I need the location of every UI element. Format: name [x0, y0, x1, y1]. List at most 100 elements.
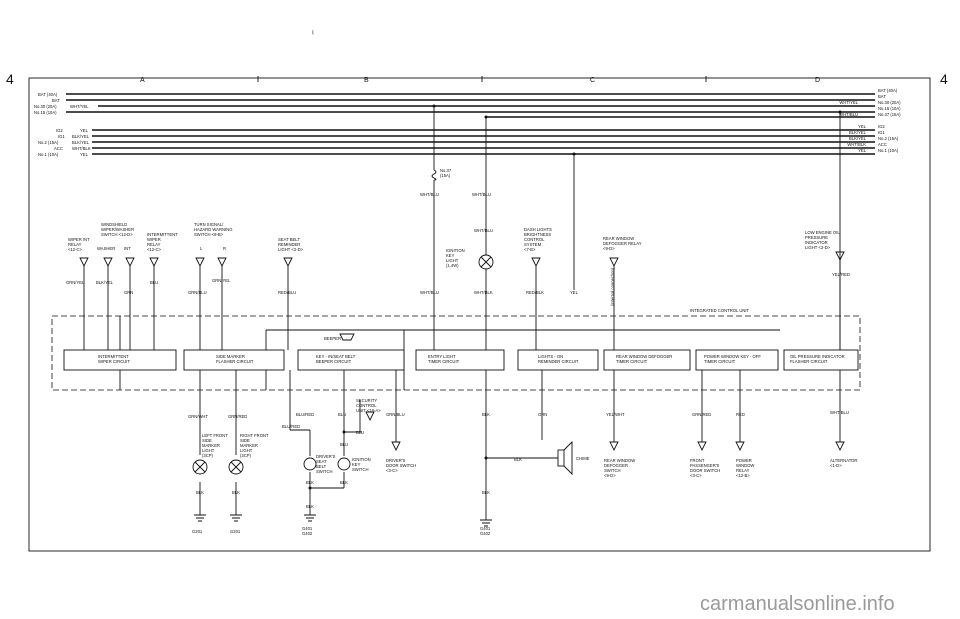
- label: OIL PRESSURE INDICATOR: [790, 354, 845, 359]
- wire-label: WHT/BLK: [474, 290, 493, 295]
- label: IGNITION: [446, 248, 465, 253]
- wire-colors-top: GRN/YEL BLK/YEL GRN BLU GRN/BLU GRN/YEL …: [66, 272, 850, 295]
- label: FLASHER CIRCUIT: [790, 359, 828, 364]
- label: SIDE: [202, 438, 212, 443]
- rbus-label-bat: BAT: [878, 94, 886, 99]
- label: KEY: [352, 462, 361, 467]
- top-mark: ξ: [312, 30, 314, 35]
- bus-label-no1: No.1 (10A): [38, 152, 59, 157]
- wire-label: GRN/YEL: [212, 278, 231, 283]
- wire-label: BLK: [306, 480, 314, 485]
- label: KEY - IN/SEAT BELT: [316, 354, 356, 359]
- rbus-wire-yel: YEL: [858, 124, 867, 129]
- bus-wire-yel: YEL: [80, 128, 89, 133]
- wire-label: BLK: [232, 490, 240, 495]
- int-wiper-relay: INTERMITTENT WIPER RELAY <12-C>: [147, 232, 178, 252]
- wire-label: GRN/YEL: [66, 280, 85, 285]
- label: IGNITION: [352, 457, 371, 462]
- bottom-wires: [199, 370, 841, 520]
- label: FLASHER CIRCUIT: [216, 359, 254, 364]
- wire-label: BLK: [340, 480, 348, 485]
- low-oil-pressure-light: LOW ENGINE OIL PRESSURE INDICATOR LIGHT …: [805, 230, 840, 250]
- rbus-label-ig1: IG1: [878, 130, 885, 135]
- bus-label-ig2: IG2: [56, 128, 63, 133]
- bus-label-acc: ACC: [54, 146, 63, 151]
- wire-wht-blu-a: WHT/BLU: [420, 192, 439, 197]
- power-bus-lines: [66, 93, 875, 155]
- label: WIPER CIRCUIT: [98, 359, 130, 364]
- label: BELT: [316, 464, 327, 469]
- bus-label-ig1: IG1: [58, 134, 65, 139]
- wire-label: WHT/BLU: [830, 410, 849, 415]
- circuit-lights-on: [517, 349, 599, 371]
- ground-label: G402: [302, 531, 313, 536]
- chime-label: CHIME: [576, 456, 590, 461]
- connector-triangles-top: [79, 251, 845, 268]
- bus-wire-yel-b: YEL: [80, 152, 89, 157]
- ground-label: G401: [302, 526, 313, 531]
- label: CONTROL: [524, 237, 545, 242]
- rbus-wire-wht-blk: WHT/BLK: [847, 142, 866, 147]
- wire-label: WHT/BLU: [420, 290, 439, 295]
- connector-triangles-bottom: [365, 411, 845, 452]
- label: WIPER/WASHER: [101, 227, 134, 232]
- bus-label-no2: No.2 (15A): [38, 140, 59, 145]
- label: SWITCH <8-B>: [194, 232, 224, 237]
- label: TIMER CIRCUIT: [428, 359, 460, 364]
- label: SIDE MARKER: [216, 354, 245, 359]
- label: <9-D>: [603, 246, 615, 251]
- label: PRESSURE: [805, 235, 828, 240]
- rbus-label-bat40: BAT (40A): [878, 88, 898, 93]
- label: LIGHT <2-D>: [805, 245, 831, 250]
- label: BRIGHTNESS: [524, 232, 551, 237]
- rbus-label-no37: No.37 (15A): [878, 112, 901, 117]
- bus-wire-wht-yel: WHT/YEL: [70, 104, 89, 109]
- circuit-power-window: [695, 349, 779, 371]
- label: ALTERNATOR: [830, 458, 857, 463]
- label: MARKER: [240, 443, 258, 448]
- label: L: [200, 246, 203, 251]
- label: PASSENGER'S: [690, 463, 720, 468]
- windshield-switch: WINDSHIELD WIPER/WASHER SWITCH <12-D> WA…: [97, 222, 134, 251]
- wire-label: YEL/WHT: [606, 412, 625, 417]
- rbus-label-no1: No.1 (10A): [878, 148, 899, 153]
- label: ENTRY LIGHT: [428, 354, 456, 359]
- wire-label: YEL/RED: [832, 272, 850, 277]
- label: INDICATOR: [805, 240, 828, 245]
- label: MARKER: [202, 443, 220, 448]
- label: POWER: [736, 458, 752, 463]
- zone-a: A: [140, 77, 145, 84]
- fuse37-rating: (15A): [440, 173, 451, 178]
- seat-belt-reminder-light: SEAT BELT REMINDER LIGHT <2-D>: [278, 237, 304, 252]
- label: DRIVER'S: [386, 458, 406, 463]
- top-wires: [83, 260, 841, 350]
- rbus-label-ig2: IG2: [878, 124, 885, 129]
- grounds: [194, 514, 492, 527]
- label: LIGHTS - ON: [538, 354, 563, 359]
- label: UNIT <18-A>: [356, 408, 381, 413]
- bus-labels-right: BAT (40A) BAT WHT/YEL No.30 (20A) No.15 …: [839, 88, 901, 153]
- wire-label: GRN/WHT: [188, 414, 208, 419]
- page-frame: [28, 77, 931, 552]
- label: RELAY: [147, 242, 161, 247]
- label: WIPER: [147, 237, 161, 242]
- seat-belt-switch: [303, 457, 317, 471]
- label: SEAT BELT: [278, 237, 300, 242]
- label: WIPER INT: [68, 237, 90, 242]
- page-number-left: 4: [6, 71, 14, 87]
- label: TIMER CIRCUIT: [704, 359, 736, 364]
- zone-d: D: [815, 77, 820, 84]
- wire-label: BLU: [356, 430, 364, 435]
- label: LIGHT: [240, 448, 253, 453]
- label: DASH LIGHTS: [524, 227, 552, 232]
- rbus-wire-blk-yel-b: BLK/YEL: [849, 136, 867, 141]
- rbus-wire-wht-blu: WHT/BLU: [839, 112, 858, 117]
- label: (1.4W): [446, 263, 459, 268]
- wire-label: GRN/RED: [228, 414, 247, 419]
- label: RELAY: [736, 468, 750, 473]
- wire-label: BLU: [338, 412, 346, 417]
- wire-label: BLK: [514, 457, 522, 462]
- circuit-entry-light: [415, 349, 505, 371]
- label: SEAT: [316, 459, 327, 464]
- chime: CHIME: [557, 440, 590, 476]
